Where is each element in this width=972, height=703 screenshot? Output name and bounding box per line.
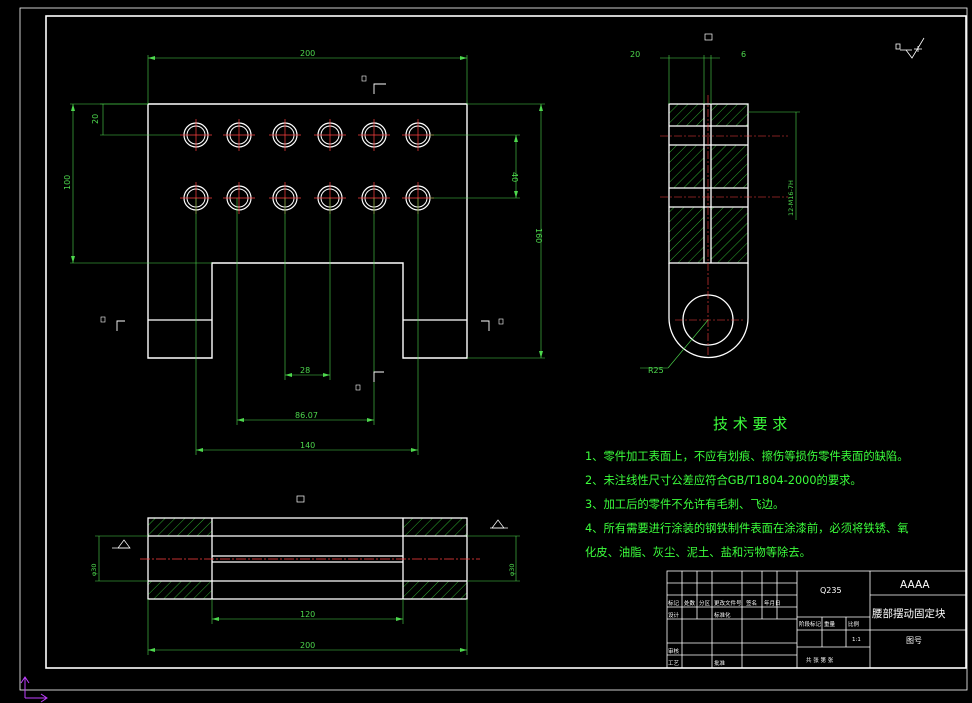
threaded-hole — [269, 119, 301, 151]
tech-title: 技 术 要 求 — [713, 415, 787, 433]
roughness-symbol-icon — [895, 37, 925, 59]
tb-scale-label: 比例 — [848, 620, 860, 628]
dim-140: 140 — [300, 441, 315, 450]
bottom-dim-120: 120 — [300, 610, 315, 619]
tb-date: 年月日 — [764, 599, 781, 607]
threaded-hole — [223, 182, 255, 214]
tb-mark: 标记 — [668, 599, 680, 607]
threaded-hole — [314, 119, 346, 151]
tb-std: 标准化 — [714, 611, 731, 619]
tb-company: AAAA — [900, 579, 930, 591]
threaded-hole — [223, 119, 255, 151]
tb-scale: 1:1 — [852, 637, 861, 643]
ucs-icon — [20, 676, 48, 703]
threaded-hole — [180, 119, 212, 151]
tech-item-1: 1、零件加工表面上，不应有划痕、擦伤等损伤零件表面的缺陷。 — [585, 449, 909, 463]
outer-frame — [19, 7, 968, 691]
side-dim-20: 20 — [630, 50, 640, 59]
tech-item-3: 3、加工后的零件不允许有毛刺、飞边。 — [585, 497, 784, 511]
bore-right-dim: φ30 — [508, 563, 516, 576]
tb-review: 审核 — [668, 647, 680, 655]
tb-part-name: 腰部摆动固定块 — [872, 607, 946, 620]
tb-sheet: 共 张 第 张 — [806, 656, 834, 664]
dim-86: 86.07 — [295, 411, 318, 420]
tb-design: 设计 — [668, 611, 680, 619]
tb-sign: 签名 — [746, 599, 757, 607]
tb-weight: 重量 — [824, 620, 836, 628]
tb-approve: 批准 — [714, 659, 726, 667]
inner-frame — [45, 15, 967, 669]
dim-20: 20 — [91, 114, 100, 124]
dim-100: 100 — [63, 175, 72, 190]
tech-item-4: 4、所有需要进行涂装的钢铁制件表面在涂漆前，必须将铁锈、氧 — [585, 521, 909, 535]
tb-count: 处数 — [684, 599, 696, 607]
bore-left-dim: φ30 — [90, 563, 98, 576]
dim-200-top: 200 — [300, 49, 315, 58]
dim-160: 160 — [534, 228, 543, 243]
side-holes-label: 12-M16-7H — [787, 180, 795, 216]
tech-item-5: 化皮、油脂、灰尘、泥土、盐和污物等除去。 — [585, 545, 811, 559]
front-outline — [147, 103, 468, 359]
bottom-view: φ30 φ30 120 200 — [90, 495, 520, 655]
side-view: 20 6 12-M16-7H R25 — [630, 33, 800, 375]
tech-item-2: 2、未注线性尺寸公差应符合GB/T1804-2000的要求。 — [585, 473, 862, 487]
tb-change-doc: 更改文件号 — [714, 599, 742, 607]
dim-40: 40 — [510, 172, 519, 182]
tb-stage: 阶段标记 — [799, 620, 822, 628]
dim-28: 28 — [300, 366, 310, 375]
tb-process: 工艺 — [668, 660, 680, 667]
bottom-dim-200: 200 — [300, 641, 315, 650]
title-block: 标记 处数 分区 更改文件号 签名 年月日 设计 审核 工艺 标准化 批准 阶段… — [666, 570, 967, 669]
tb-zone: 分区 — [699, 599, 711, 607]
front-view: 200 20 100 40 160 28 86.07 140 — [63, 49, 545, 455]
side-dim-6: 6 — [741, 50, 746, 59]
tech-requirements: 技 术 要 求 1、零件加工表面上，不应有划痕、擦伤等损伤零件表面的缺陷。 2、… — [585, 415, 909, 559]
tb-material: Q235 — [820, 586, 842, 595]
side-radius: R25 — [648, 366, 664, 375]
threaded-hole — [358, 119, 390, 151]
tb-drawing-no: 图号 — [906, 636, 922, 645]
threaded-hole — [402, 119, 434, 151]
